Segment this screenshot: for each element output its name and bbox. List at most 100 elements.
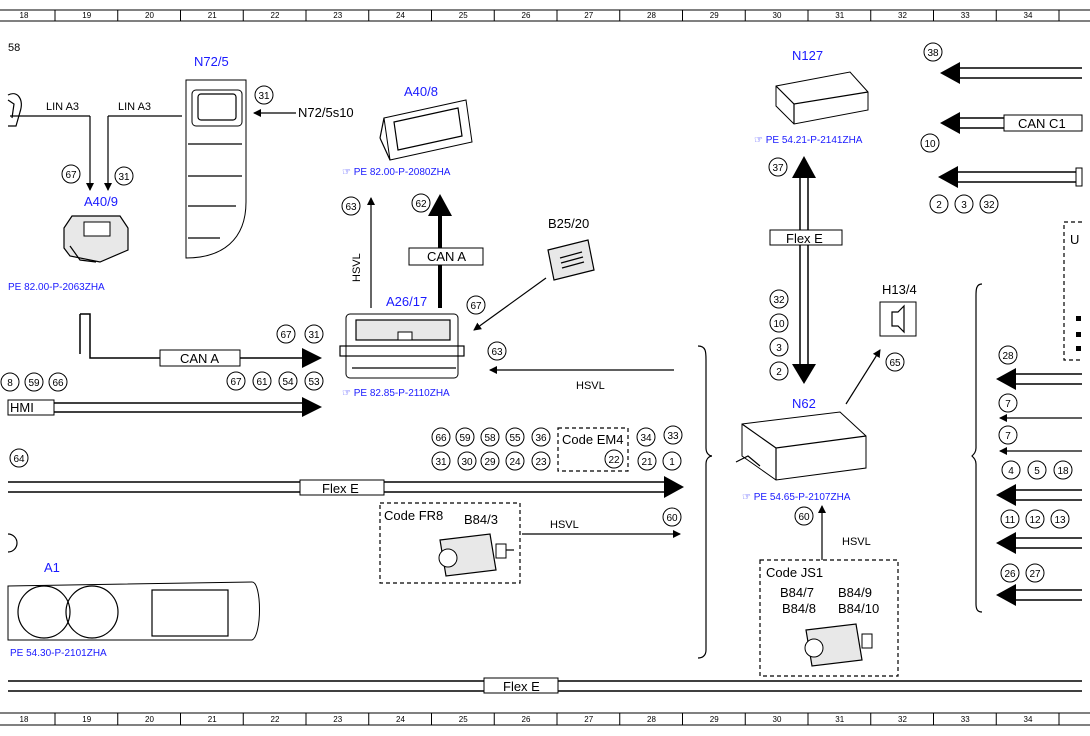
can-c1-bus: CAN C1: [940, 112, 1083, 134]
grid-number: 25: [459, 11, 468, 20]
svg-text:59: 59: [459, 433, 471, 444]
svg-text:54: 54: [282, 377, 294, 388]
circle-12: 12: [1025, 509, 1045, 529]
circle-67: 67: [61, 164, 81, 184]
grid-number: 26: [522, 11, 531, 20]
hsvl-label-mid: HSVL: [576, 380, 605, 392]
svg-text:7: 7: [1005, 431, 1011, 442]
svg-text:7: 7: [1005, 399, 1011, 410]
svg-text:59: 59: [28, 378, 40, 389]
flex-e-label-upper: Flex E: [322, 481, 359, 496]
grid-number: 32: [898, 715, 907, 724]
component-h13-4: H13/4: [882, 282, 917, 297]
svg-text:23: 23: [535, 457, 547, 468]
code-js1-label: Code JS1: [766, 565, 823, 580]
svg-text:28: 28: [1002, 351, 1014, 362]
svg-text:64: 64: [13, 454, 25, 465]
grid-number: 29: [710, 11, 719, 20]
can-c1-label: CAN C1: [1018, 116, 1066, 131]
hsvl-label-vertical: HSVL: [351, 253, 363, 282]
h13-4-speaker-icon: [879, 301, 917, 337]
svg-text:2: 2: [776, 367, 782, 378]
circle-59-hmi: 59: [24, 372, 44, 392]
component-b84-9: B84/9: [838, 585, 872, 600]
component-n62: N62: [792, 396, 816, 411]
ref-n127: ☞ PE 54.21-P-2141ZHA: [754, 135, 863, 146]
grid-number: 20: [145, 11, 154, 20]
flex-e-bus-lower: Flex E: [8, 677, 1082, 694]
grid-number: 27: [584, 715, 593, 724]
svg-text:60: 60: [798, 512, 810, 523]
partial-label-u: U: [1070, 232, 1079, 247]
ref-a40-8: ☞ PE 82.00-P-2080ZHA: [342, 167, 451, 178]
svg-text:62: 62: [415, 199, 427, 210]
lin-a3-label-1: LIN A3: [46, 101, 79, 113]
js1-camera-icon: [804, 623, 873, 667]
component-a40-9: A40/9: [84, 194, 118, 209]
grid-number: 19: [82, 11, 91, 20]
a26-17-device-icon: [339, 313, 465, 379]
svg-text:63: 63: [345, 202, 357, 213]
circle-7-b: 7: [998, 425, 1018, 445]
svg-text:67: 67: [65, 170, 77, 181]
grid-number: 31: [835, 11, 844, 20]
grid-number: 28: [647, 715, 656, 724]
component-a40-8: A40/8: [404, 84, 438, 99]
component-n72-5: N72/5: [194, 54, 229, 69]
b25-20-device-icon: [547, 239, 595, 281]
circle-10: 10: [769, 313, 789, 333]
a40-8-device-icon: [379, 99, 473, 161]
b84-3-camera-icon: [438, 533, 514, 577]
circle-66-hmi: 66: [48, 372, 68, 392]
svg-text:27: 27: [1029, 569, 1041, 580]
bracket-right: [971, 283, 983, 613]
grid-number: 28: [647, 11, 656, 20]
circle-32-right: 32: [979, 194, 999, 214]
grid-number: 31: [835, 715, 844, 724]
component-b25-20: B25/20: [548, 216, 589, 231]
flex-e-vertical: Flex E: [769, 156, 843, 384]
svg-text:18: 18: [1057, 466, 1069, 477]
circle-67-row1: 67: [276, 324, 296, 344]
svg-text:66: 66: [52, 378, 64, 389]
circles-flex-e-bottom-row: 31 30 29 24 23 22 21 1: [431, 449, 682, 471]
flex-e-label-vertical: Flex E: [786, 231, 823, 246]
n127-device-icon: [775, 71, 869, 125]
circle-27: 27: [1025, 563, 1045, 583]
circle-13: 13: [1050, 509, 1070, 529]
circle-4: 4: [1001, 460, 1021, 480]
grid-number: 20: [145, 715, 154, 724]
grid-number: 24: [396, 11, 405, 20]
right-bus-2-3-32: [938, 166, 1083, 188]
svg-text:37: 37: [772, 163, 784, 174]
circle-18: 18: [1053, 460, 1073, 480]
left-partial-circle: [7, 533, 18, 553]
n62-device-icon: [735, 411, 867, 481]
circle-11: 11: [1000, 509, 1020, 529]
circle-54-row2: 54: [278, 371, 298, 391]
hmi-bus: HMI: [7, 397, 322, 417]
grid-number: 33: [961, 11, 970, 20]
svg-text:65: 65: [889, 358, 901, 369]
svg-text:24: 24: [509, 457, 521, 468]
circle-32: 32: [769, 289, 789, 309]
svg-text:13: 13: [1054, 515, 1066, 526]
ref-a40-9: PE 82.00-P-2063ZHA: [8, 282, 105, 293]
hsvl-label-fr8: HSVL: [550, 519, 579, 531]
circle-8-hmi: 8: [0, 372, 20, 392]
circle-63: 63: [341, 196, 361, 216]
circle-3: 3: [769, 337, 789, 357]
svg-text:32: 32: [983, 200, 995, 211]
code-em4-label: Code EM4: [562, 432, 623, 447]
code-em4-box: [557, 427, 629, 472]
ref-a26-17: ☞ PE 82.85-P-2110ZHA: [342, 388, 450, 399]
grid-number: 29: [710, 715, 719, 724]
right-bus-28: [996, 368, 1082, 390]
right-bus-38: [940, 62, 1082, 84]
circle-60-fr8: 60: [662, 507, 682, 527]
svg-text:58: 58: [484, 433, 496, 444]
circle-67-row2: 67: [226, 371, 246, 391]
svg-text:31: 31: [435, 457, 447, 468]
